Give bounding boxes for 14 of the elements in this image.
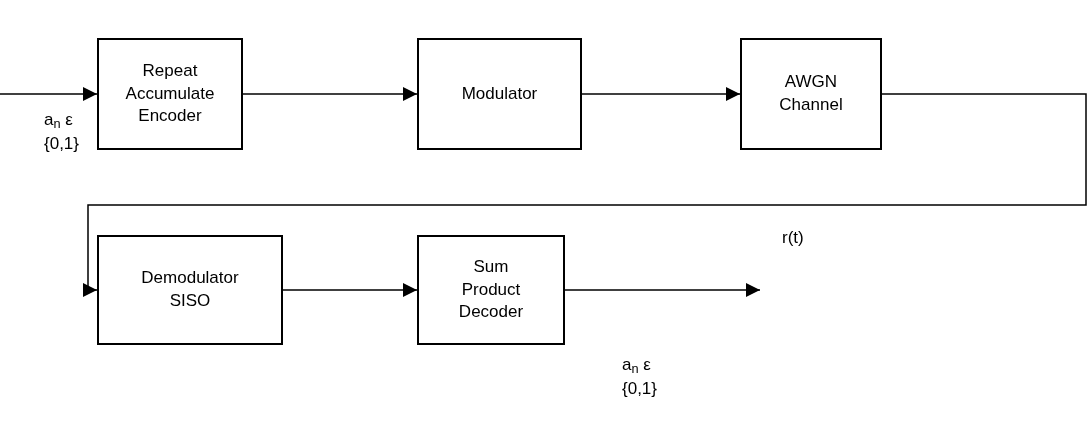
arrow	[0, 87, 98, 101]
arrow	[564, 283, 761, 297]
arrow	[242, 87, 418, 101]
arrow	[581, 87, 741, 101]
process-box: Sum Product Decoder	[417, 235, 565, 345]
arrow	[83, 93, 1087, 297]
signal-label: r(t)	[782, 227, 805, 249]
arrow	[282, 283, 418, 297]
process-box: Demodulator SISO	[97, 235, 283, 345]
process-box: AWGN Channel	[740, 38, 882, 150]
process-box: Modulator	[417, 38, 582, 150]
signal-label: a$_{n}$ ε {0,1}	[622, 354, 658, 400]
signal-label: a$_{n}$ ε {0,1}	[44, 109, 80, 155]
process-box: Repeat Accumulate Encoder	[97, 38, 243, 150]
